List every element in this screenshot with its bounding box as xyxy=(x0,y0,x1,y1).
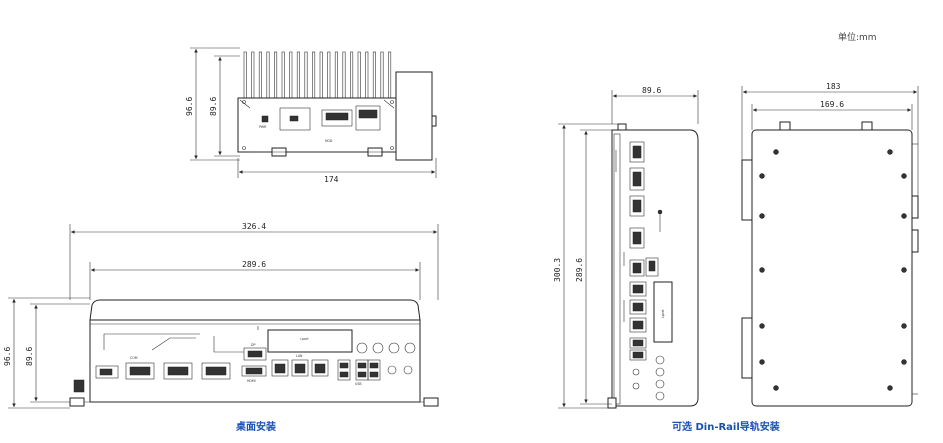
heatsink-fin xyxy=(251,51,255,99)
front-hdmi-label: HDMI xyxy=(247,379,256,383)
heatsink-fin xyxy=(327,51,331,99)
dim-top-height-inner: 89.6 xyxy=(209,97,218,116)
dim-front-height-inner: 89.6 xyxy=(25,347,34,366)
dim-side-height-outer: 300.3 xyxy=(553,258,562,282)
heatsink-fin xyxy=(365,51,369,99)
caption-din-rail: 可选 Din-Rail导轨安装 xyxy=(672,420,780,433)
heatsink-fin xyxy=(342,51,346,99)
front-lan-ports xyxy=(271,359,329,377)
heatsink-fin xyxy=(357,51,361,99)
unit-label: 单位:mm xyxy=(838,31,877,43)
caption-desktop: 桌面安装 xyxy=(235,420,276,433)
back-view-body xyxy=(751,129,913,407)
heatsink-fin xyxy=(281,51,285,99)
heatsink-fin xyxy=(274,51,278,99)
dim-front-height-outer: 96.6 xyxy=(3,347,12,366)
front-port-card-label: i-port xyxy=(300,337,309,341)
dim-top-height-outer: 96.6 xyxy=(185,97,194,116)
front-lan-label: LAN xyxy=(296,354,303,358)
heatsink-fin xyxy=(289,51,293,99)
dim-side-width: 89.6 xyxy=(642,86,661,95)
heatsink-fins xyxy=(243,51,392,99)
heatsink-fin xyxy=(243,51,247,99)
front-view: i-port COM DP HDMI LAN USB xyxy=(3,222,439,409)
dim-top-width: 174 xyxy=(324,175,339,184)
front-usb-ports xyxy=(337,359,381,381)
dim-front-width-outer: 326.4 xyxy=(242,222,266,231)
front-view-chassis xyxy=(89,319,421,403)
heatsink-fin xyxy=(258,51,262,99)
heatsink-fin xyxy=(334,51,338,99)
heatsink-fin xyxy=(304,51,308,99)
dim-back-width-outer: 183 xyxy=(826,82,841,91)
dim-side-height-inner: 289.6 xyxy=(575,258,584,282)
top-view-body xyxy=(237,97,397,153)
front-usb-label: USB xyxy=(355,382,362,386)
front-dp-label: DP xyxy=(251,343,255,347)
side-view: i-port 89.6 300.3 289.6 xyxy=(553,86,699,409)
back-view: 183 169.6 xyxy=(741,82,919,407)
power-label: PWR xyxy=(259,125,267,129)
dim-back-width-inner: 169.6 xyxy=(820,100,844,109)
front-com-label: COM xyxy=(130,356,138,360)
heatsink-fin xyxy=(312,51,316,99)
heatsink-fin xyxy=(372,51,376,99)
dim-front-width-inner: 289.6 xyxy=(242,260,266,269)
side-port-card-label: i-port xyxy=(661,309,665,318)
top-view-side-block xyxy=(395,71,433,161)
heatsink-fin xyxy=(388,51,392,99)
heatsink-fin xyxy=(296,51,300,99)
heatsink-fin xyxy=(380,51,384,99)
heatsink-fin xyxy=(266,51,270,99)
front-view-lid xyxy=(89,299,421,321)
back-view-screws xyxy=(759,149,907,391)
heatsink-fin xyxy=(350,51,354,99)
hdd-label: HDD xyxy=(325,139,333,143)
heatsink-fin xyxy=(319,51,323,99)
top-view: HDD PWR 96.6 89.6 174 xyxy=(185,47,437,184)
